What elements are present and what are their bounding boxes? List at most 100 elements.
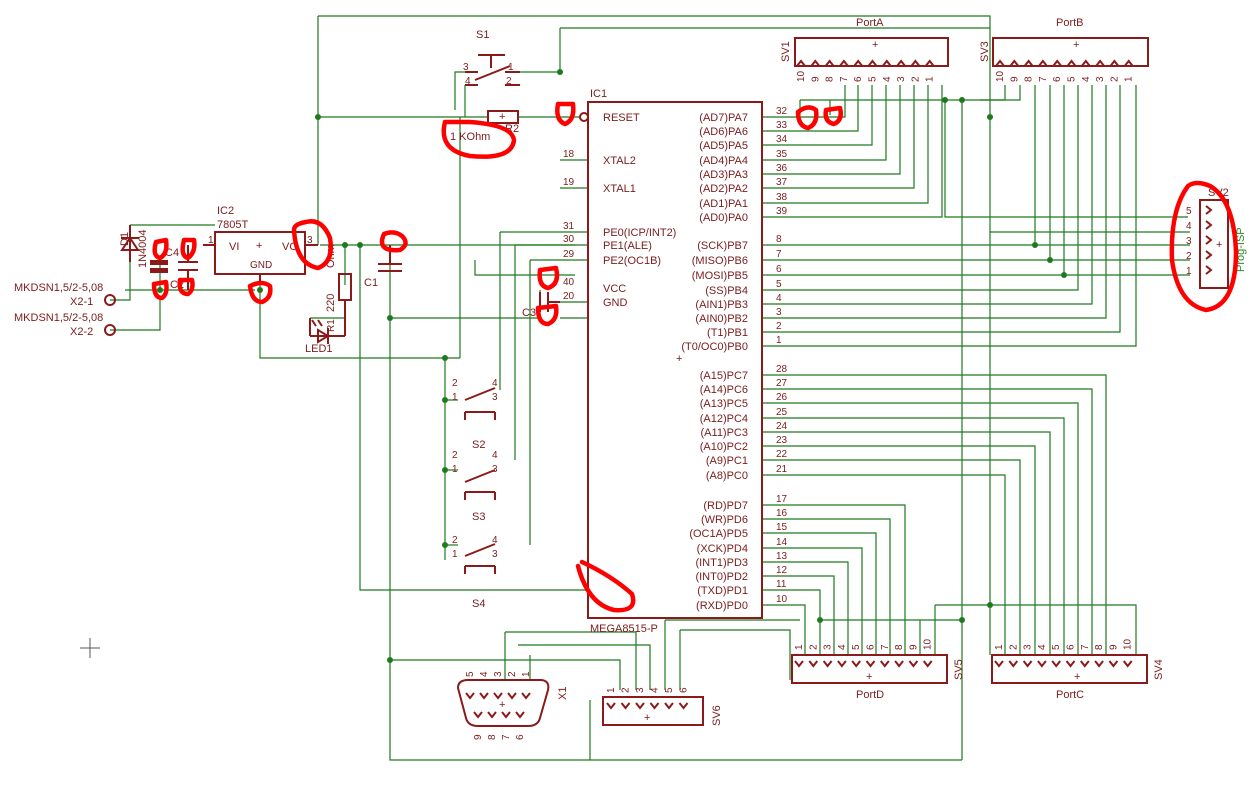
header-pin-tab bbox=[1022, 660, 1033, 668]
sv6-plus: + bbox=[644, 712, 650, 724]
ic1-pin-num: 26 bbox=[776, 392, 788, 403]
s1-pin2: 2 bbox=[506, 76, 512, 87]
header-pin-num: 3 bbox=[896, 76, 907, 82]
r1-name: R1 bbox=[326, 319, 337, 332]
sv6-pin-tab bbox=[664, 702, 674, 710]
ic1-pin-num: 24 bbox=[776, 421, 788, 432]
sv6-pin-tab bbox=[606, 702, 616, 710]
ic1-pin-label-a15pc7: (A15)PC7 bbox=[700, 370, 748, 382]
header-pin-tab bbox=[824, 59, 835, 67]
ic1-pin-label-ad6pa6: (AD6)PA6 bbox=[699, 126, 748, 138]
header-pin-tab bbox=[865, 660, 876, 668]
s1-pin3: 3 bbox=[463, 62, 469, 73]
sv6-pin-tab bbox=[635, 702, 645, 710]
header-pin-tab bbox=[822, 660, 833, 668]
header-pin-num: 1 bbox=[925, 76, 936, 82]
header-pin-tab bbox=[837, 660, 847, 668]
x2-1-name: X2-1 bbox=[70, 296, 93, 308]
s3-pin3: 3 bbox=[492, 464, 498, 475]
annotation-xtal-corner bbox=[575, 559, 636, 613]
ic1-pin-label-rxdpd0: (RXD)PD0 bbox=[696, 600, 748, 612]
header-pin-tab bbox=[794, 660, 804, 668]
ic1-pin-num: 27 bbox=[776, 378, 788, 389]
ic1-pin-num: 10 bbox=[776, 594, 788, 605]
x1-pin-tab bbox=[515, 711, 525, 719]
isp-pin-tab bbox=[1205, 235, 1213, 245]
s2-pin2: 2 bbox=[452, 378, 458, 389]
x2-1-terminal[interactable] bbox=[104, 294, 116, 306]
ic1-pin-num: 13 bbox=[776, 551, 788, 562]
s4-pin1: 1 bbox=[452, 549, 458, 560]
ic1-pin-label-pe0icpint2: PE0(ICP/INT2) bbox=[603, 227, 676, 239]
ic1-pin-label-a10pc2: (A10)PC2 bbox=[700, 441, 748, 453]
sv4-name: SV4 bbox=[1153, 659, 1165, 680]
ic1-pin-label-int1pd3: (INT1)PD3 bbox=[695, 557, 748, 569]
header-pin-num: 7 bbox=[880, 644, 891, 650]
annotation-c1 bbox=[379, 230, 408, 253]
ic1-pin-label-misopb6: (MISO)PB6 bbox=[692, 255, 748, 267]
ic1-pin-num: 28 bbox=[776, 364, 788, 375]
header-pin-tab bbox=[1023, 59, 1034, 67]
sv2-plus: + bbox=[1216, 239, 1222, 251]
annotation-ic2-gnd bbox=[247, 280, 273, 305]
x1-pin-num: 7 bbox=[501, 734, 512, 740]
sv6-pin-num: 2 bbox=[621, 687, 632, 693]
x1-pin-tab bbox=[507, 692, 517, 700]
annotation-c3-top bbox=[537, 265, 560, 291]
ic1-pin-num: 20 bbox=[563, 291, 575, 302]
header-pin-tab bbox=[880, 660, 890, 668]
ic1-mega8515: IC1 MEGA8515-P + RESETXTAL218XTAL119PE0(… bbox=[563, 88, 788, 635]
ic1-pin-label-ain1pb3: (AIN1)PB3 bbox=[695, 299, 748, 311]
ic1-pin-num: 25 bbox=[776, 407, 788, 418]
x1-pin-tab bbox=[521, 692, 531, 700]
header-pin-tab bbox=[851, 660, 861, 668]
annotation-pa7-b bbox=[823, 105, 843, 127]
isp-pin-num: 4 bbox=[1186, 221, 1192, 232]
sv3-label: PortB bbox=[1056, 17, 1084, 29]
x1-pin-tab bbox=[479, 692, 489, 700]
header-pin-tab bbox=[1065, 660, 1076, 668]
ic1-pin-num: 21 bbox=[776, 464, 788, 475]
s2-pin1: 1 bbox=[452, 392, 458, 403]
ic1-pin-num: 3 bbox=[776, 307, 782, 318]
ic1-pin-num: 16 bbox=[776, 508, 788, 519]
sv6-name: SV6 bbox=[711, 705, 723, 726]
sv6-pin-num: 4 bbox=[650, 687, 661, 693]
ic2-regulator: IC2 7805T VI VO GND + 1 3 bbox=[203, 205, 318, 285]
s4-pin3: 3 bbox=[492, 549, 498, 560]
annotation-isp bbox=[1169, 180, 1239, 313]
ic1-pin-label-reset: RESET bbox=[603, 112, 640, 124]
diode-d1: D1 1N4004 bbox=[119, 225, 149, 268]
ic2-plus: + bbox=[256, 240, 262, 252]
header-pin-tab bbox=[1123, 59, 1134, 67]
header-pin-tab bbox=[1108, 660, 1119, 668]
x1-plus: + bbox=[499, 699, 505, 711]
x2-2-terminal[interactable] bbox=[104, 324, 116, 336]
header-pin-tab bbox=[994, 660, 1004, 668]
header-pin-num: 5 bbox=[851, 644, 862, 650]
s3-pin4: 4 bbox=[492, 450, 498, 461]
ic1-pin-num: 36 bbox=[776, 163, 788, 174]
ic1-pin-num: 23 bbox=[776, 435, 788, 446]
ic1-pin-label-mosipb5: (MOSI)PB5 bbox=[692, 270, 748, 282]
d1-name: D1 bbox=[119, 232, 131, 246]
ic1-pin-num: 8 bbox=[776, 234, 782, 245]
isp-pin-tab bbox=[1205, 265, 1213, 275]
header-pin-tab bbox=[1080, 660, 1090, 668]
sv6-pin-num: 1 bbox=[606, 687, 617, 693]
isp-pin-tab bbox=[1205, 220, 1213, 230]
header-pin-tab bbox=[1095, 59, 1105, 67]
ic1-pin-num: 31 bbox=[563, 221, 575, 232]
ic2-name: IC2 bbox=[217, 205, 234, 217]
annotation-ic2-vo bbox=[291, 219, 333, 271]
x1-pin-num: 8 bbox=[487, 734, 498, 740]
header-pin-num: 8 bbox=[1024, 76, 1035, 82]
isp-pin-tab bbox=[1205, 205, 1213, 215]
x1-pin-tab bbox=[473, 711, 483, 719]
header-pin-tab bbox=[894, 660, 904, 668]
